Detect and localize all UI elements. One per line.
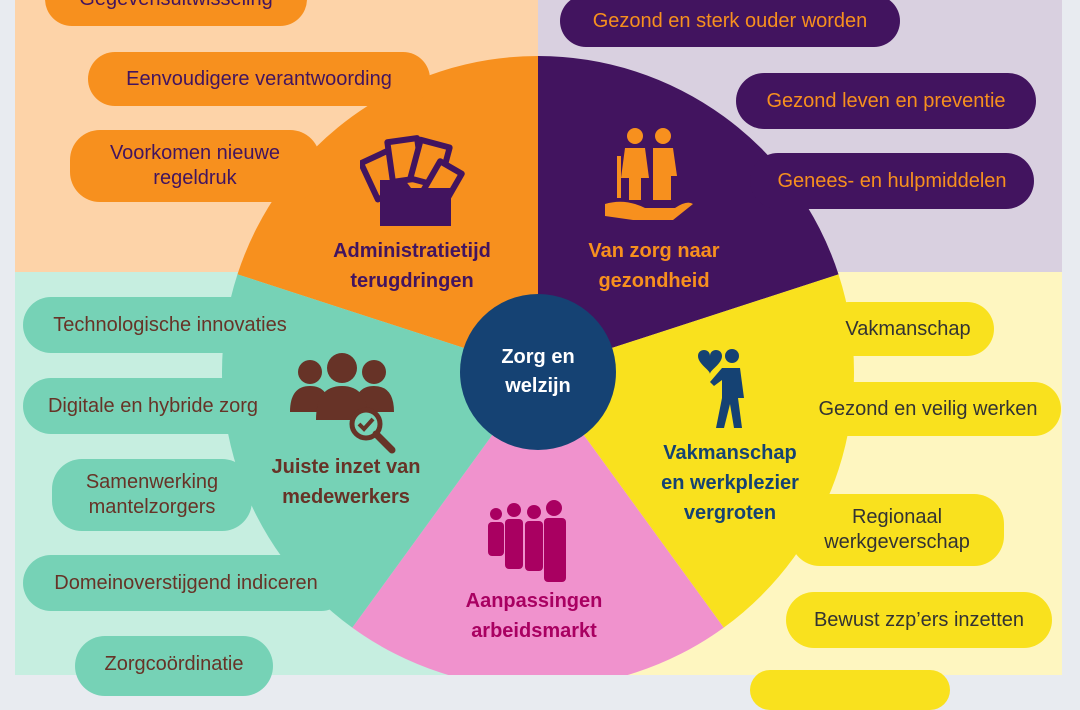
title-health: Van zorg naar gezondheid bbox=[544, 236, 764, 296]
item-label: Gezond en sterk ouder worden bbox=[592, 9, 868, 32]
title-line: Aanpassingen bbox=[465, 590, 603, 612]
title-labour: Aanpassingen arbeidsmarkt bbox=[424, 586, 644, 646]
item-label: Zorgcoördinatie bbox=[104, 653, 244, 675]
item-extra bbox=[750, 670, 950, 710]
item-label: Gegevensuitwisseling bbox=[79, 0, 272, 12]
title-admin: Administratietijd terugdringen bbox=[302, 236, 522, 296]
title-line: terugdringen bbox=[350, 270, 474, 292]
item-label: Gezond en veilig werken bbox=[818, 397, 1038, 420]
item-label: Domeinoverstijgend indiceren bbox=[54, 571, 318, 594]
center-label: Zorg en bbox=[501, 346, 575, 368]
papers-folder-icon bbox=[360, 135, 465, 226]
title-line: Juiste inzet van bbox=[271, 456, 421, 478]
item-veilig-werken: Gezond en veilig werken bbox=[795, 382, 1061, 436]
title-staff: Juiste inzet van medewerkers bbox=[236, 452, 456, 512]
item-regeldruk: Voorkomen nieuwe regeldruk bbox=[70, 130, 320, 202]
title-line: medewerkers bbox=[282, 486, 410, 508]
item-label: Technologische innovaties bbox=[53, 313, 287, 336]
item-indiceren: Domeinoverstijgend indiceren bbox=[23, 555, 349, 611]
wedge-craft bbox=[538, 274, 854, 628]
title-line: Vakmanschap bbox=[663, 442, 797, 464]
people-magnifier-icon bbox=[290, 353, 396, 454]
item-label: Bewust zzp’ers inzetten bbox=[813, 608, 1025, 631]
title-line: en werkplezier bbox=[661, 472, 799, 494]
item-hulpmiddelen: Genees- en hulpmiddelen bbox=[750, 153, 1034, 209]
item-technologie: Technologische innovaties bbox=[23, 297, 317, 353]
item-verantwoording: Eenvoudigere verantwoording bbox=[88, 52, 430, 106]
item-zzp: Bewust zzp’ers inzetten bbox=[786, 592, 1052, 648]
item-ouder-worden: Gezond en sterk ouder worden bbox=[560, 0, 900, 47]
item-label: Genees- en hulpmiddelen bbox=[777, 169, 1007, 192]
item-zorgcoordinatie: Zorgcoördinatie bbox=[75, 636, 273, 696]
title-line: Administratietijd bbox=[333, 240, 491, 262]
item-label: Eenvoudigere verantwoording bbox=[126, 67, 392, 90]
wedge-staff bbox=[222, 274, 539, 628]
wheel-diagram bbox=[222, 56, 854, 675]
group-people-icon bbox=[488, 500, 566, 582]
person-heart-icon bbox=[698, 349, 744, 428]
title-line: gezondheid bbox=[598, 270, 710, 292]
item-label: Voorkomen nieuwe bbox=[109, 142, 281, 164]
center-label: welzijn bbox=[505, 375, 571, 397]
item-vakmanschap: Vakmanschap bbox=[822, 302, 994, 356]
item-mantelzorgers: Samenwerking mantelzorgers bbox=[52, 459, 252, 531]
item-label: Samenwerking bbox=[85, 471, 219, 493]
title-line: vergroten bbox=[683, 502, 777, 524]
wedge-health bbox=[538, 56, 839, 372]
item-label: Vakmanschap bbox=[845, 317, 971, 340]
item-label: Digitale en hybride zorg bbox=[47, 394, 259, 417]
title-line: arbeidsmarkt bbox=[471, 620, 597, 642]
item-gegevensuitwisseling: Gegevensuitwisseling bbox=[45, 0, 307, 26]
title-line: Van zorg naar bbox=[588, 240, 720, 262]
item-label: regeldruk bbox=[153, 167, 237, 189]
item-label: mantelzorgers bbox=[88, 496, 216, 518]
center-circle: Zorg en welzijn bbox=[460, 294, 616, 450]
item-digitale-zorg: Digitale en hybride zorg bbox=[23, 378, 283, 434]
title-craft: Vakmanschap en werkplezier vergroten bbox=[620, 438, 840, 528]
item-label: werkgeverschap bbox=[824, 531, 970, 553]
item-label: Gezond leven en preventie bbox=[766, 89, 1006, 112]
item-preventie: Gezond leven en preventie bbox=[736, 73, 1036, 129]
item-werkgeverschap: Regionaal werkgeverschap bbox=[790, 494, 1004, 566]
item-label: Regionaal bbox=[851, 506, 943, 528]
elderly-couple-hand-icon bbox=[605, 128, 693, 220]
